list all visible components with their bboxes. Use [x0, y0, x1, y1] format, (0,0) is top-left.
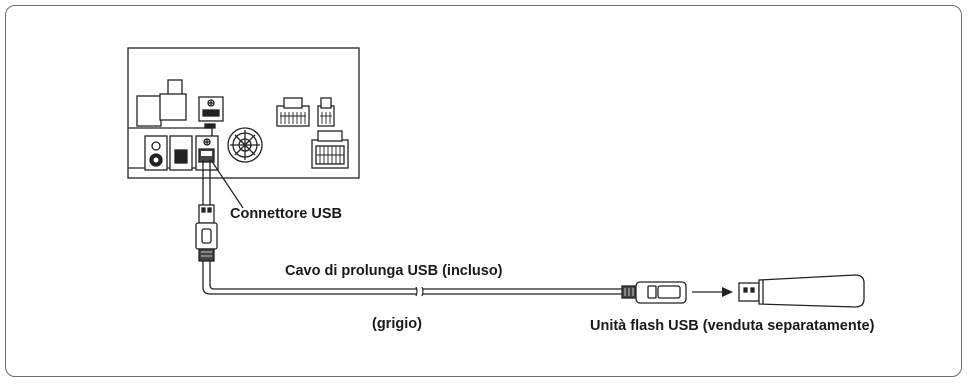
usb-connector-leader-line [210, 159, 244, 209]
diagram-frame [5, 5, 962, 377]
extension-cable-label: Cavo di prolunga USB (incluso) [285, 263, 503, 279]
usb-connector-label: Connettore USB [230, 206, 342, 222]
connection-arrow-icon [692, 287, 733, 297]
cable-break-symbol [415, 286, 424, 297]
flash-drive-label: Unità flash USB (venduta separatamente) [590, 318, 875, 334]
usb-extension-cable [202, 261, 622, 295]
head-unit-usb-cable [202, 160, 211, 205]
cable-color-label: (grigio) [372, 316, 422, 332]
usb-flash-drive-icon [738, 274, 865, 308]
head-unit-rear-panel [127, 47, 360, 179]
usb-extension-female-end-icon [621, 281, 687, 304]
usb-plug-male-icon [195, 204, 218, 262]
